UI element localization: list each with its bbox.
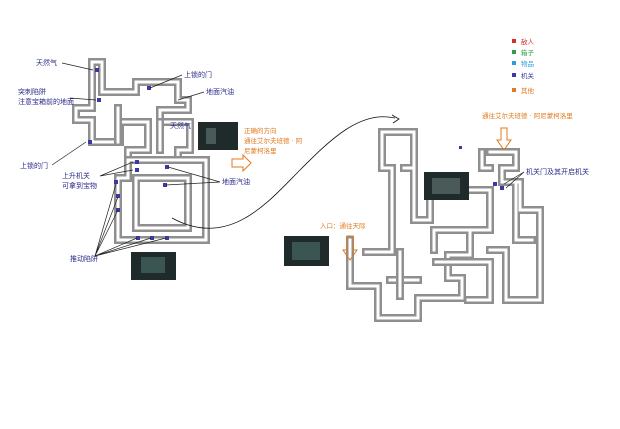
label-gas-2: 天然气 [170,121,191,130]
entrance-arrow-down [342,235,358,261]
label-floor-vent-mid: 地面汽油 [222,177,250,186]
legend-swatch-item [512,61,516,65]
legend-swatch-other [512,88,516,92]
switch-marker [150,236,154,240]
legend-swatch-enemy [512,39,516,43]
switch-marker [500,186,504,190]
label-locked-door-top: 上锁的门 [184,70,212,79]
direction-note-1: 正确的方向 [244,126,277,135]
left-leader-lines [51,62,221,257]
switch-marker [135,160,139,164]
switch-marker [95,68,99,72]
switch-marker [493,182,497,186]
label-gas: 天然气 [36,58,57,67]
label-door-switch: 机关门及其开启机关 [526,167,589,176]
right-main-corridor [346,128,494,322]
left-labels: 天然气 突刺陷阱 注意宝箱前的地面 上锁的门 地面汽油 天然气 上锁的门 上升机… [18,58,250,263]
switch-marker [147,86,151,90]
legend-swatch-switch [512,73,516,77]
switch-marker [116,194,120,198]
switch-marker [114,180,118,184]
label-push-trap: 推动陷阱 [70,254,98,263]
legend: 敌人 箱子 物品 机关 其他 [512,37,535,95]
label-lift-note: 可拿到宝物 [62,181,97,190]
entrance-label: 入口：通往天际 [320,221,366,230]
legend-enemy: 敌人 [521,37,535,46]
legend-box: 箱子 [521,48,535,57]
switch-marker [97,98,101,102]
direction-arrow-right [231,153,252,173]
legend-swatch-box [512,50,516,54]
label-spike-trap: 突刺陷阱 [18,87,46,96]
switch-marker [165,236,169,240]
label-spike-trap-note: 注意宝箱前的地面 [18,97,74,106]
top-note: 通往艾尔夫班德 · 阿尼蒙柯洛里 [482,111,573,120]
switch-marker [163,183,167,187]
right-dungeon [346,128,544,322]
switch-marker [136,236,140,240]
screenshot-thumbnail [198,122,238,150]
direction-note-3: 尼蒙柯洛里 [244,146,277,155]
switch-marker [88,140,92,144]
switch-marker [165,165,169,169]
label-floor-vent-top: 地面汽油 [206,87,234,96]
direction-note-2: 通往艾尔夫班德 · 阿 [244,136,303,145]
label-lift-switch: 上升机关 [62,171,90,180]
left-dungeon [72,58,210,244]
connector-curve [171,116,396,229]
legend-other: 其他 [521,86,535,95]
label-locked-door-left: 上锁的门 [20,161,48,170]
legend-switch: 机关 [521,71,535,80]
top-arrow-down [496,127,512,151]
switch-marker [135,168,139,172]
switch-marker [459,146,462,149]
legend-item: 物品 [521,59,534,68]
